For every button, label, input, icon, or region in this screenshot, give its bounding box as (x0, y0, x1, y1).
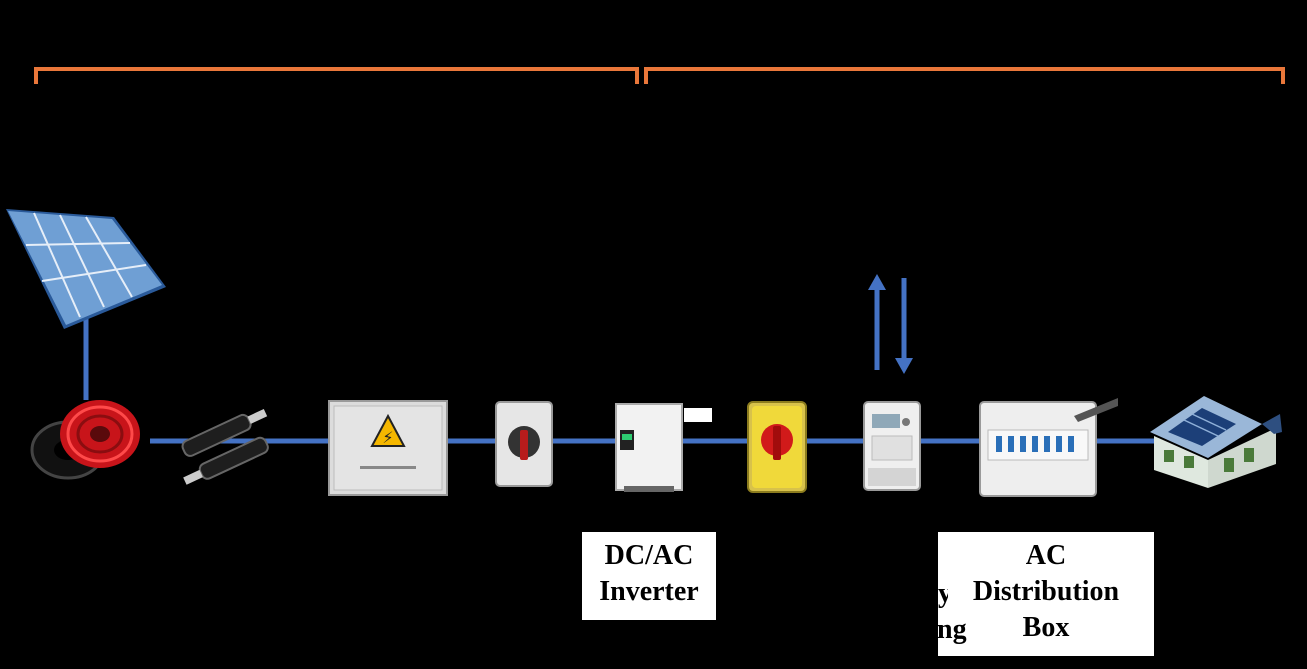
ac-label-line2: Distribution (972, 576, 1120, 607)
inverter-icon (615, 403, 712, 492)
meter-label-fragment-y: y (938, 578, 948, 609)
pv-combiner-box-icon: ⚡ (328, 400, 448, 496)
house-icon (1150, 396, 1282, 488)
dc-side-bracket (34, 67, 639, 84)
inverter-label-line2: Inverter (599, 576, 699, 607)
mc4-connector-icon (181, 408, 269, 485)
arrow-up-icon (868, 274, 886, 290)
ac-distribution-label-panel: y ng AC Distribution Box (937, 532, 1154, 656)
ac-distribution-box-label: AC Distribution Box (966, 538, 1126, 646)
arrow-down-icon (895, 358, 913, 374)
inverter-label: DC/AC Inverter (582, 532, 716, 620)
ac-label-line3: Box (1022, 612, 1070, 643)
dc-isolator-icon (495, 401, 553, 487)
ac-distribution-box-icon (979, 398, 1118, 497)
inverter-label-line1: DC/AC (604, 540, 694, 571)
ac-label-line1: AC (1025, 540, 1067, 571)
solar-panel-icon (6, 209, 166, 329)
ac-isolator-icon (747, 401, 807, 493)
energy-meter-icon (863, 401, 921, 491)
pv-cable-icon (30, 400, 140, 480)
svg-text:⚡: ⚡ (382, 428, 393, 447)
section-brackets (34, 67, 1285, 84)
meter-label-fragment-ng: ng (937, 614, 967, 645)
ac-side-bracket (644, 67, 1285, 84)
